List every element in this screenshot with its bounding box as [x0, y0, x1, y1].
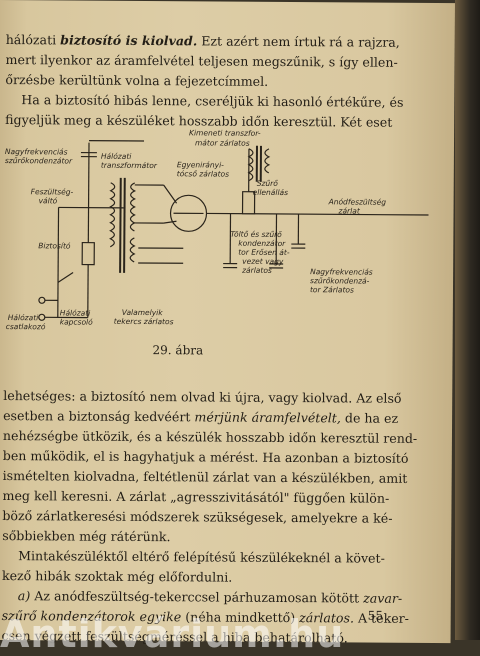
diagram-label: Töltő és szűrő — [230, 230, 282, 239]
svg-text:tócső zárlatos: tócső zárlatos — [177, 169, 229, 178]
diagram-label: Hálózati — [8, 313, 39, 322]
diagram-label: Nagyfrekvenciás — [5, 147, 68, 156]
svg-text:Kimeneti transzfor-: Kimeneti transzfor- — [189, 128, 261, 138]
text-line: esetben a biztonság kedvéért — [3, 408, 194, 424]
svg-text:vezet vagy: vezet vagy — [242, 257, 284, 266]
book-spine-edge — [455, 0, 480, 640]
diagram-label: Anódfeszültség — [328, 197, 387, 206]
diagram-label: váltó — [39, 196, 58, 205]
svg-text:tor Zárlatos: tor Zárlatos — [310, 285, 354, 294]
diagram-label: vezet vagy — [242, 257, 284, 266]
emphasis-text: zavar- — [363, 591, 402, 606]
list-marker: a) — [18, 588, 31, 603]
diagram-label: tekercs zárlatos — [114, 317, 174, 326]
figure-caption: 29. ábra — [153, 343, 204, 357]
svg-text:mátor zárlatos: mátor zárlatos — [195, 138, 250, 147]
text-line: Ezt azért nem írtuk rá a rajzra, — [197, 33, 400, 49]
text-line: de ha ez — [341, 410, 398, 425]
svg-text:szűrőkondenzá-: szűrőkondenzá- — [310, 276, 370, 285]
svg-text:Anódfeszültség: Anódfeszültség — [328, 197, 387, 206]
diagram-label: szűrőkondenzátor — [5, 156, 73, 165]
diagram-label: kapcsoló — [60, 317, 93, 326]
svg-text:Biztosító: Biztosító — [38, 241, 71, 250]
diagram-label: tor Zárlatos — [310, 285, 354, 294]
emphasis-text: biztosító is kiolvad. — [60, 32, 197, 48]
diagram-label: transzformátor — [101, 161, 158, 170]
svg-text:kondenzátor: kondenzátor — [238, 239, 286, 248]
text-line: hálózati — [6, 32, 61, 47]
diagram-label: Szűrő — [257, 179, 279, 188]
diagram-label: tor Erősen át- — [238, 248, 290, 257]
diagram-label: Nagyfrekvenciás — [310, 267, 373, 276]
svg-text:Szűrő: Szűrő — [257, 179, 279, 188]
book-page: hálózati biztosító is kiolvad. Ezt azért… — [0, 0, 455, 643]
diagram-label: Egyenirányi- — [177, 160, 224, 169]
svg-text:tekercs zárlatos: tekercs zárlatos — [114, 317, 174, 326]
svg-text:Hálózati: Hálózati — [8, 313, 39, 322]
diagram-label: Kimeneti transzfor- — [189, 128, 261, 138]
page-number: 55 — [368, 609, 383, 623]
svg-text:Valamelyik: Valamelyik — [122, 308, 164, 317]
svg-text:ellenállás: ellenállás — [253, 188, 289, 197]
text-line: Az anódfeszültség-tekerccsel párhuzamosa… — [30, 588, 363, 605]
svg-text:Hálózati: Hálózati — [60, 308, 91, 317]
svg-text:váltó: váltó — [39, 196, 58, 205]
svg-text:zárlat: zárlat — [338, 206, 361, 215]
diagram-label: Hálózati — [101, 152, 132, 161]
diagram-label: zárlat — [338, 206, 361, 215]
diagram-label: Valamelyik — [122, 308, 164, 317]
diagram-label: Feszültség- — [31, 187, 74, 196]
diagram-label: Hálózati — [60, 308, 91, 317]
diagram-label: szűrőkondenzá- — [310, 276, 370, 285]
svg-text:tor Erősen át-: tor Erősen át- — [238, 248, 290, 257]
svg-text:szűrőkondenzátor: szűrőkondenzátor — [5, 156, 73, 165]
diagram-label: kondenzátor — [238, 239, 286, 248]
svg-text:Töltő és szűrő: Töltő és szűrő — [230, 230, 282, 239]
svg-text:Nagyfrekvenciás: Nagyfrekvenciás — [5, 147, 68, 156]
svg-text:transzformátor: transzformátor — [101, 161, 158, 170]
svg-text:kapcsoló: kapcsoló — [60, 317, 93, 326]
diagram-label: mátor zárlatos — [195, 138, 250, 147]
watermark: Antikvárium.hu — [0, 612, 344, 656]
diagram-label: Biztosító — [38, 241, 71, 250]
top-paragraph: hálózati biztosító is kiolvad. Ezt azért… — [5, 30, 446, 133]
svg-text:zárlatos: zárlatos — [241, 266, 272, 275]
diagram-label: csatlakozó — [6, 322, 46, 331]
emphasis-text: mérjünk áramfelvételt, — [194, 409, 341, 425]
svg-text:csatlakozó: csatlakozó — [6, 322, 46, 331]
svg-text:Nagyfrekvenciás: Nagyfrekvenciás — [310, 267, 373, 276]
diagram-label: zárlatos — [241, 266, 272, 275]
svg-text:Feszültség-: Feszültség- — [31, 187, 74, 196]
diagram-label: ellenállás — [253, 188, 289, 197]
svg-text:Hálózati: Hálózati — [101, 152, 132, 161]
diagram-label: tócső zárlatos — [177, 169, 229, 178]
circuit-diagram: Nagyfrekvenciás szűrőkondenzátor Hálózat… — [0, 122, 439, 345]
svg-text:Egyenirányi-: Egyenirányi- — [177, 160, 224, 169]
